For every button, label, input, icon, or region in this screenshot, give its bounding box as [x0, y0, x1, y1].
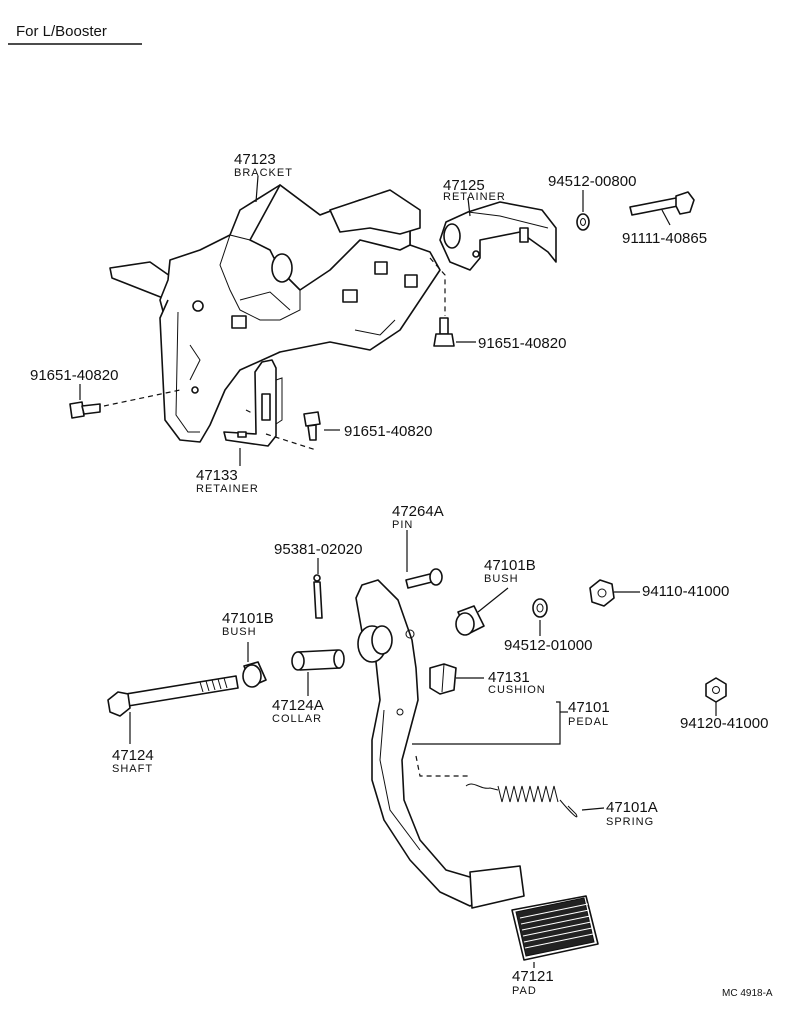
shaft-icon — [107, 675, 239, 717]
part-name-bush-a: BUSH — [484, 573, 519, 585]
part-number-47133: 47133 — [196, 467, 238, 484]
part-number-91651-40820-c: 91651-40820 — [344, 423, 432, 440]
part-name-shaft: SHAFT — [112, 763, 153, 775]
part-number-47264A: 47264A — [392, 503, 444, 520]
part-number-94120-41000: 94120-41000 — [680, 715, 768, 732]
part-name-retainer-47125: RETAINER — [443, 191, 506, 203]
part-number-91111-40865: 91111-40865 — [622, 230, 707, 247]
part-number-47101A: 47101A — [606, 799, 658, 816]
bracket-leader — [255, 175, 259, 203]
dashed-guide — [245, 409, 317, 451]
pedal-drawing — [355, 579, 525, 909]
retainer-47125-drawing — [439, 201, 557, 271]
part-name-retainer-47133: RETAINER — [196, 483, 259, 495]
part-name-cushion: CUSHION — [488, 684, 546, 696]
part-name-bracket: BRACKET — [234, 167, 293, 179]
pedal-bracket-line — [556, 701, 561, 745]
part-number-47101B-b: 47101B — [222, 610, 274, 627]
part-number-47101: 47101 — [568, 699, 610, 716]
part-name-pad: PAD — [512, 985, 537, 997]
bush-icon — [455, 605, 485, 636]
spring-icon — [465, 783, 578, 818]
part-name-bush-b: BUSH — [222, 626, 257, 638]
cushion-icon — [429, 663, 457, 695]
bush-b-leader — [477, 587, 509, 613]
spring-leader — [581, 807, 605, 811]
part-name-spring: SPRING — [606, 816, 654, 828]
part-number-47131: 47131 — [488, 669, 530, 686]
washer-icon — [576, 213, 590, 231]
pad-drawing — [511, 895, 599, 961]
dashed-guide — [415, 755, 470, 777]
part-number-94110-41000: 94110-41000 — [642, 583, 729, 600]
part-number-47124: 47124 — [112, 747, 154, 764]
retainer-47125-leader — [467, 197, 471, 217]
part-number-94512-00800: 94512-00800 — [548, 173, 636, 190]
part-number-91651-40820-a: 91651-40820 — [478, 335, 566, 352]
part-name-pin: PIN — [392, 519, 413, 531]
screw-icon — [433, 317, 455, 347]
nut-icon — [589, 579, 615, 607]
washer-icon — [532, 598, 548, 618]
retainer-47133-drawing — [223, 359, 283, 447]
screw-icon — [69, 401, 101, 419]
dashed-guide — [429, 257, 446, 316]
part-number-47125: 47125 — [443, 177, 485, 194]
nut-icon — [705, 677, 727, 703]
bracket-drawing — [109, 184, 441, 443]
part-number-91651-40820-b: 91651-40820 — [30, 367, 118, 384]
part-number-47101B-a: 47101B — [484, 557, 536, 574]
screw-icon — [303, 411, 321, 441]
cotter-pin-icon — [313, 574, 323, 619]
header-title: For L/Booster — [16, 23, 107, 40]
bolt-icon — [629, 191, 695, 216]
part-number-95381-02020: 95381-02020 — [274, 541, 362, 558]
part-name-pedal: PEDAL — [568, 716, 609, 728]
part-number-94512-01000: 94512-01000 — [504, 637, 592, 654]
part-number-47123: 47123 — [234, 151, 276, 168]
diagram-code: MC 4918-A — [722, 988, 773, 999]
part-name-collar: COLLAR — [272, 713, 322, 725]
part-number-47121: 47121 — [512, 968, 554, 985]
bush-icon — [242, 661, 267, 688]
dashed-guide — [103, 389, 181, 407]
part-number-47124A: 47124A — [272, 697, 324, 714]
collar-icon — [291, 649, 345, 671]
bolt-40865-leader — [661, 209, 671, 226]
pin-icon — [405, 568, 443, 589]
